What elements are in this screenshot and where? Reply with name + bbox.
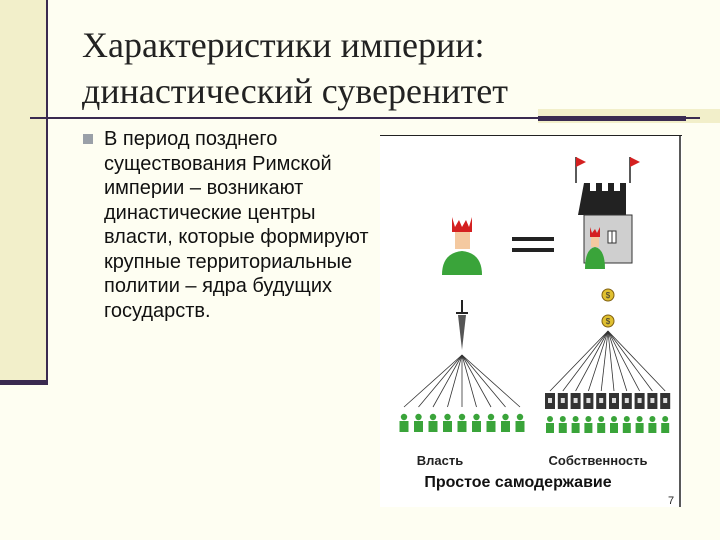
fan-arrow bbox=[461, 354, 492, 408]
owner-person-icon bbox=[661, 416, 670, 433]
label-power: Власть bbox=[417, 453, 463, 468]
title-line-1: Характеристики империи: bbox=[82, 25, 485, 65]
crown-icon bbox=[452, 217, 472, 232]
small-ruler-icon bbox=[585, 227, 605, 269]
property-row bbox=[545, 393, 671, 433]
owner-person-icon bbox=[610, 416, 618, 433]
house-icon bbox=[570, 393, 581, 409]
fan-arrow bbox=[607, 330, 640, 392]
owner-person-icon bbox=[571, 416, 580, 433]
house-icon bbox=[660, 393, 671, 409]
title-underline bbox=[30, 117, 700, 119]
bullet-marker-icon bbox=[83, 134, 93, 144]
subject-person-icon bbox=[501, 413, 510, 432]
ruler-head bbox=[455, 232, 470, 249]
owner-person-icon bbox=[558, 416, 567, 433]
fan-arrow bbox=[461, 354, 506, 408]
owner-person-icon bbox=[648, 416, 657, 433]
fan-arrow bbox=[418, 354, 463, 408]
owner-person-icon bbox=[635, 416, 644, 433]
right-fan-lines bbox=[549, 330, 666, 392]
diagram-background bbox=[380, 135, 682, 507]
subject-person-icon bbox=[443, 413, 452, 432]
left-accent-bar bbox=[0, 380, 48, 385]
subject-person-icon bbox=[486, 413, 496, 432]
owner-person-icon bbox=[546, 416, 554, 433]
equals-sign-icon bbox=[512, 237, 554, 252]
title-underline-accent bbox=[538, 116, 686, 121]
house-icon bbox=[545, 393, 555, 409]
owner-person-icon bbox=[584, 416, 593, 433]
owner-person-icon bbox=[622, 416, 631, 433]
fan-arrow bbox=[562, 330, 609, 392]
house-icon bbox=[583, 393, 594, 409]
subject-person-icon bbox=[472, 413, 481, 432]
left-accent-band bbox=[0, 0, 48, 382]
house-icon bbox=[621, 393, 632, 409]
subject-person-icon bbox=[399, 413, 409, 432]
slide-title: Характеристики империи: династический су… bbox=[82, 22, 702, 114]
fan-arrow bbox=[588, 330, 609, 392]
autocracy-diagram: $ $ Власть Собственность Простое самодер… bbox=[380, 135, 682, 507]
house-icon bbox=[647, 393, 658, 409]
svg-text:$: $ bbox=[606, 291, 611, 300]
fan-arrow bbox=[607, 330, 628, 392]
subject-person-icon bbox=[515, 413, 525, 432]
fan-arrow bbox=[403, 354, 463, 408]
left-vertical-rule bbox=[46, 0, 48, 385]
fan-arrow bbox=[607, 330, 615, 392]
subject-person-icon bbox=[457, 413, 467, 432]
svg-text:$: $ bbox=[606, 317, 611, 326]
diagram-caption: Простое самодержавие bbox=[424, 474, 611, 491]
subject-person-icon bbox=[414, 413, 423, 432]
ruler-body-icon bbox=[442, 251, 482, 275]
page-number: 7 bbox=[668, 495, 675, 507]
fan-arrow bbox=[607, 330, 666, 392]
title-line-2: династический суверенитет bbox=[82, 71, 509, 111]
fan-arrow bbox=[549, 330, 609, 392]
owner-person-icon bbox=[597, 416, 606, 433]
coin-icon: $ bbox=[601, 288, 615, 302]
bullet-text: В период позднего существования Римской … bbox=[104, 128, 369, 322]
fan-arrow bbox=[432, 354, 463, 408]
subject-person-icon bbox=[428, 413, 438, 432]
house-icon bbox=[557, 393, 568, 409]
fan-arrow bbox=[575, 330, 609, 392]
fan-arrow bbox=[447, 354, 463, 408]
house-icon bbox=[634, 393, 645, 409]
house-icon bbox=[609, 393, 619, 409]
fan-arrow bbox=[600, 330, 609, 392]
label-property: Собственность bbox=[549, 453, 648, 468]
coin-icon: $ bbox=[601, 314, 615, 328]
subjects-row bbox=[399, 413, 525, 432]
house-icon bbox=[596, 393, 607, 409]
left-fan-lines bbox=[403, 354, 521, 408]
fan-arrow bbox=[461, 354, 477, 408]
castle-icon bbox=[575, 157, 640, 264]
dagger-icon bbox=[456, 300, 468, 350]
fan-arrow bbox=[607, 330, 653, 392]
fan-arrow bbox=[461, 354, 521, 408]
